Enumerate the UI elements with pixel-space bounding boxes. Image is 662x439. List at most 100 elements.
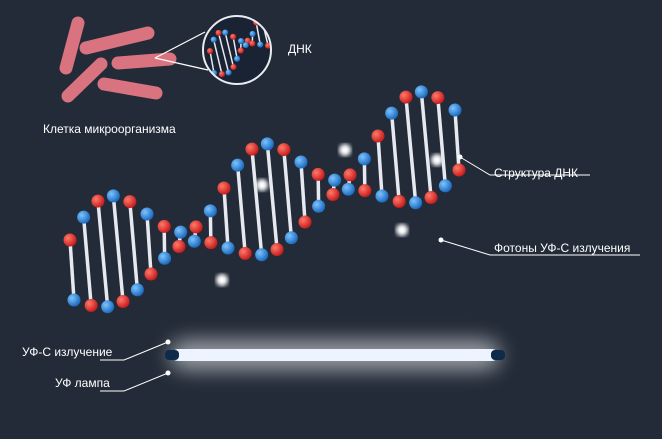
nucleotide: [284, 231, 298, 245]
nucleotide: [255, 248, 269, 262]
nucleotide: [294, 155, 308, 169]
dna-zoom-circle: [202, 8, 272, 85]
nucleotide: [326, 187, 340, 201]
nucleotide: [341, 182, 355, 196]
nucleotide: [222, 29, 229, 36]
base-pair: [222, 187, 230, 249]
nucleotide: [257, 8, 263, 14]
base-pair: [209, 50, 215, 74]
cell-label: Клетка микроорганизма: [43, 122, 176, 136]
nucleotide: [67, 293, 81, 307]
nucleotide: [238, 246, 252, 260]
nucleotide: [375, 189, 389, 203]
nucleotide: [231, 158, 245, 172]
uv-lamp-label: УФ лампа: [55, 376, 110, 390]
uvc-radiation-label: УФ-С излучение: [22, 345, 113, 359]
base-pair: [419, 91, 433, 198]
nucleotide: [63, 233, 77, 247]
nucleotide: [298, 215, 312, 229]
nucleotide: [217, 181, 231, 195]
nucleotide: [140, 207, 154, 221]
zoom-lines: [154, 31, 209, 71]
base-pair: [389, 113, 401, 202]
nucleotide: [328, 173, 342, 187]
nucleotide: [392, 194, 406, 208]
base-pair: [436, 97, 448, 186]
base-pair: [96, 200, 110, 307]
nucleotide: [270, 243, 284, 257]
base-pair: [376, 135, 384, 197]
nucleotide: [277, 143, 291, 157]
nucleotide: [371, 129, 385, 143]
nucleotide: [123, 195, 137, 209]
nucleotide: [249, 40, 256, 47]
base-pair: [212, 39, 223, 75]
nucleotide: [242, 42, 249, 49]
nucleotide: [230, 64, 237, 71]
nucleotide: [238, 38, 245, 45]
base-pair: [111, 195, 125, 302]
bacteria-group: [59, 16, 177, 103]
nucleotide: [452, 163, 466, 177]
photon-glow: [339, 144, 351, 156]
nucleotide: [237, 47, 244, 54]
base-pair: [145, 213, 153, 275]
nucleotide: [311, 167, 325, 181]
nucleotide: [399, 90, 413, 104]
nucleotide: [431, 91, 445, 105]
base-pair: [282, 149, 294, 238]
photon-glow: [396, 224, 408, 236]
nucleotide: [106, 189, 120, 203]
nucleotide: [144, 267, 158, 281]
nucleotide: [438, 179, 452, 193]
nucleotide: [424, 191, 438, 205]
base-pair: [250, 148, 264, 255]
nucleotide: [77, 210, 91, 224]
nucleotide: [207, 48, 213, 54]
base-pair: [299, 161, 307, 223]
nucleotide: [157, 219, 171, 233]
nucleotide: [234, 55, 241, 62]
base-pair: [128, 201, 140, 290]
nucleotide: [312, 199, 326, 213]
photons-label: Фотоны УФ-С излучения: [494, 241, 631, 255]
base-pair: [255, 22, 261, 45]
base-pair: [81, 217, 93, 306]
base-pair: [224, 32, 235, 68]
callout-lines: [100, 156, 640, 392]
nucleotide: [257, 41, 264, 48]
nucleotide: [116, 295, 130, 309]
nucleotide: [174, 225, 188, 239]
base-pair: [404, 96, 418, 203]
nucleotide: [158, 251, 172, 265]
nucleotide: [218, 71, 225, 78]
nucleotide: [245, 142, 259, 156]
nucleotide: [225, 69, 232, 76]
nucleotide: [172, 239, 186, 253]
dna-structure-label: Структура ДНК: [494, 166, 579, 180]
nucleotide: [187, 234, 201, 248]
base-pair: [235, 165, 247, 254]
nucleotide: [414, 85, 428, 99]
nucleotide: [130, 283, 144, 297]
callout-dots: [165, 154, 463, 376]
nucleotide: [357, 152, 371, 166]
photon-rays: [216, 144, 443, 320]
nucleotide: [260, 137, 274, 151]
base-pair: [232, 36, 238, 59]
nucleotide: [189, 220, 203, 234]
nucleotide: [210, 36, 217, 43]
nucleotide: [215, 29, 222, 36]
nucleotide: [230, 33, 237, 40]
nucleotide: [91, 194, 105, 208]
nucleotide: [249, 30, 256, 37]
base-pair: [453, 109, 461, 171]
dna-helix: [63, 85, 466, 314]
nucleotide: [221, 241, 235, 255]
nucleotide: [343, 168, 357, 182]
photon-glow: [256, 179, 268, 191]
photon-glow: [431, 154, 443, 166]
nucleotide: [203, 204, 217, 218]
nucleotide: [204, 236, 218, 250]
